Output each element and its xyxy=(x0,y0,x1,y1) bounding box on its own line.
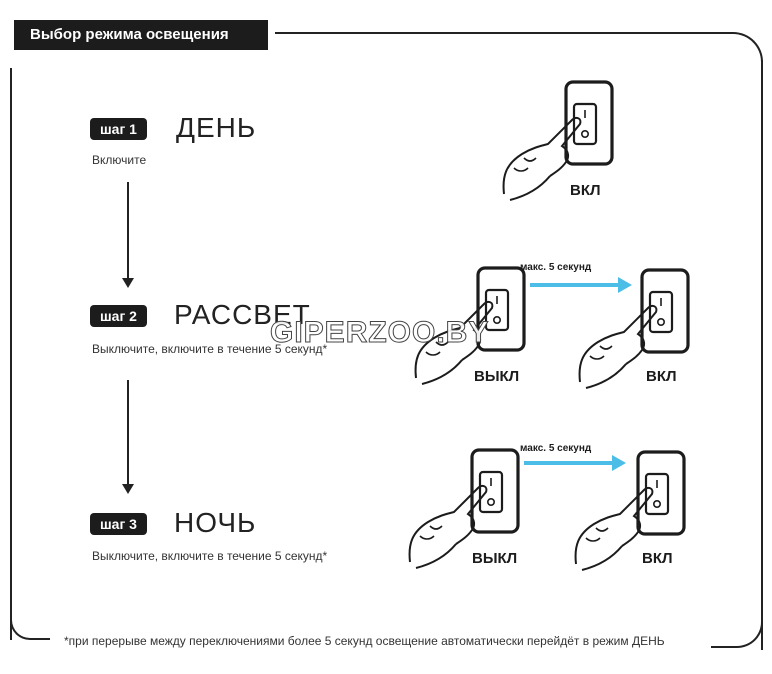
step-2-off-label: ВЫКЛ xyxy=(474,368,520,385)
step-3-badge: шаг 3 xyxy=(90,513,147,535)
step-3-description: Выключите, включите в течение 5 секунд* xyxy=(92,549,328,563)
step-2-to-3-arrow-icon xyxy=(122,380,134,494)
step-1-on-label: ВКЛ xyxy=(570,182,601,199)
step-2-timer-label: макс. 5 секунд xyxy=(520,262,592,273)
step-3-timer-label: макс. 5 секунд xyxy=(520,443,592,454)
step-2-badge: шаг 2 xyxy=(90,305,147,327)
page-title: Выбор режима освещения xyxy=(14,20,268,50)
watermark: GIPERZOO.BY xyxy=(269,316,490,350)
step-1-to-2-arrow-icon xyxy=(122,182,134,288)
step-3-on-label: ВКЛ xyxy=(642,550,673,567)
step-2-on-label: ВКЛ xyxy=(646,368,677,385)
frame-bottom-left-corner xyxy=(10,618,50,640)
step-2-name: РАССВЕТ xyxy=(174,299,311,330)
frame-right-edge xyxy=(761,60,763,645)
step-1-badge: шаг 1 xyxy=(90,118,147,140)
step-1-name: ДЕНЬ xyxy=(176,112,257,143)
step-3-name: НОЧЬ xyxy=(174,507,257,538)
step-3-off-label: ВЫКЛ xyxy=(472,550,518,567)
step-2-description: Выключите, включите в течение 5 секунд* xyxy=(92,342,328,356)
step-1-description: Включите xyxy=(92,153,147,167)
footnote: *при перерыве между переключениями более… xyxy=(64,634,665,648)
frame-left-edge xyxy=(10,68,12,640)
